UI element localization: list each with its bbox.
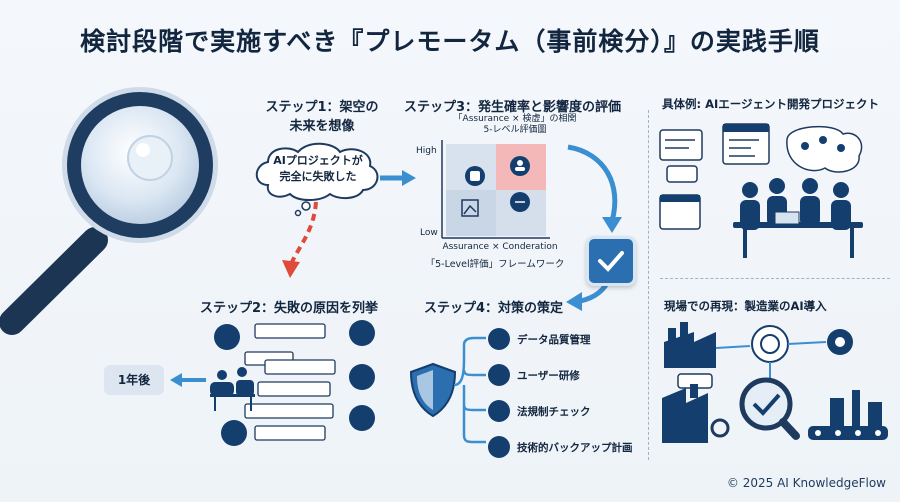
step4-branch-lines [453,336,486,444]
horizontal-divider [660,278,890,279]
countermeasure-label: データ品質管理 [517,333,591,346]
cloud-text-line2: 完全に失敗した [279,170,357,183]
y-axis-low: Low [420,228,438,238]
graduation-cap-icon [488,364,510,386]
vertical-divider [648,110,649,460]
checkmark-box-icon [586,236,636,286]
step1-heading-line1: ステップ1：架空の [265,100,379,115]
thought-cloud [255,142,379,217]
cloud-text-line1: AIプロジェクトが [273,154,363,167]
magnifying-glass-icon [0,87,218,335]
arrow-left-icon [170,373,206,387]
step3-sub1: 「Assurance × 検虚」の相関 [453,114,577,124]
x-axis-label: Assurance × Conderation [442,242,558,252]
step1-heading: ステップ1：架空の 未来を想像 [257,96,387,134]
document-check-icon [488,436,510,458]
example2-heading: 現場での再現：製造業のAI導入 [664,299,827,313]
copyright: © 2025 AI KnowledgeFlow [726,476,886,490]
flow-arrows [566,144,622,311]
red-dashed-arrow [282,201,318,278]
countermeasure-label: 技術的バックアップ計画 [517,441,633,454]
risk-matrix [441,140,550,239]
factory-ai-illustration [662,322,888,443]
countermeasure-item: 法規制チェック [488,400,633,422]
countermeasure-item: ユーザー研修 [488,364,633,386]
countermeasure-label: ユーザー研修 [517,369,580,382]
y-axis-high: High [416,146,437,156]
step4-heading: ステップ4：対策の策定 [424,301,564,316]
page-title: 検討段階で実施すべき『プレモータム（事前検分）』の実践手順 [80,27,820,56]
countermeasure-list: データ品質管理 ユーザー研修 法規制チェック 技術的バックアップ計画 [488,328,633,458]
brainstorm-illustration [210,320,375,446]
step1-heading-line2: 未来を想像 [289,119,355,134]
countermeasure-item: 技術的バックアップ計画 [488,436,633,458]
matrix-caption: 「5-Level評価」フレームワーク [425,259,565,270]
countermeasure-item: データ品質管理 [488,328,633,350]
cloud-text: AIプロジェクトが 完全に失敗した [262,152,374,184]
countermeasure-label: 法規制チェック [517,405,591,418]
step2-heading: ステップ2：失敗の原因を列挙 [200,301,379,316]
example1-heading: 具体例: AIエージェント開発プロジェクト [662,97,880,111]
team-meeting-illustration [659,123,863,258]
step3-heading: ステップ3：発生確率と影響度の評価 [403,100,622,115]
timebox-label: 1年後 [104,365,164,395]
step3-sub2: 5-レベル評価圖 [483,125,547,135]
scales-icon [488,400,510,422]
database-icon [488,328,510,350]
shield-icon [409,362,457,418]
arrow-right-icon [380,170,416,186]
